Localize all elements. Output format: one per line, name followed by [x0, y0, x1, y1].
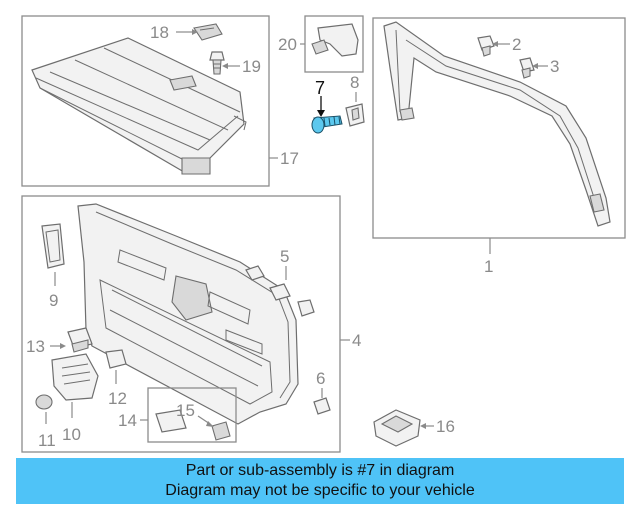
leader-3	[532, 63, 548, 69]
callout-12: 12	[108, 389, 127, 408]
callout-5: 5	[280, 247, 289, 266]
part-8-clip	[345, 103, 365, 127]
callout-1: 1	[484, 257, 493, 276]
callout-19: 19	[242, 57, 261, 76]
part-18-clip	[193, 23, 223, 41]
tonneau-cover-frame	[21, 15, 270, 187]
back-door-trim-group: 9 5 6 4 13 10	[21, 195, 361, 453]
opening-trim-part	[383, 21, 611, 227]
part-7-screw	[311, 115, 343, 134]
banner-line-1: Part or sub-assembly is #7 in diagram	[185, 462, 455, 479]
part-3-clip	[519, 57, 535, 79]
part-14-frame	[147, 387, 237, 443]
part-5-clips	[245, 265, 315, 317]
part-2-clip	[477, 35, 495, 57]
part-15-bulb	[211, 421, 231, 441]
info-banner: Part or sub-assembly is #7 in diagram Di…	[16, 458, 624, 504]
part-14-lamp	[155, 409, 187, 433]
part-11-bulb	[35, 394, 53, 410]
leader-16	[420, 423, 434, 429]
leader-2	[492, 41, 510, 47]
leader-18	[176, 29, 198, 35]
callout-4: 4	[352, 331, 361, 350]
callout-17: 17	[280, 149, 299, 168]
banner-line-2: Diagram may not be specific to your vehi…	[165, 482, 475, 499]
part-16-lamp	[373, 409, 421, 447]
callout-11: 11	[38, 431, 56, 450]
tonneau-cover-part	[31, 37, 247, 175]
part-20-group: 20	[278, 15, 364, 73]
callout-20: 20	[278, 35, 297, 54]
part-13-switch	[67, 327, 93, 353]
callout-8: 8	[350, 73, 359, 92]
part-19-pin	[209, 51, 225, 75]
callout-10: 10	[62, 425, 81, 444]
callout-18: 18	[150, 23, 169, 42]
part-12-cover	[105, 349, 127, 369]
part-6-clip	[313, 397, 331, 415]
leader-19	[222, 63, 240, 69]
callout-16: 16	[436, 417, 455, 436]
callout-2: 2	[512, 35, 521, 54]
callout-15: 15	[176, 401, 195, 420]
callout-6: 6	[316, 369, 325, 388]
part-20-screw	[311, 39, 329, 55]
callout-14: 14	[118, 411, 137, 430]
back-door-trim-frame	[21, 195, 341, 453]
opening-trim-group: 2 3 1	[372, 17, 626, 276]
part-9-cover	[41, 223, 65, 269]
leader-7	[317, 96, 325, 117]
info-banner-bg	[16, 458, 624, 504]
opening-trim-frame	[372, 17, 626, 239]
part-10-lamp	[51, 353, 99, 401]
tonneau-cover-group: 18 19 17	[21, 15, 299, 187]
callout-9: 9	[49, 291, 58, 310]
callout-3: 3	[550, 57, 559, 76]
leader-15	[197, 415, 214, 427]
callout-7: 7	[315, 78, 325, 98]
callout-13: 13	[26, 337, 45, 356]
leader-13	[50, 343, 66, 349]
